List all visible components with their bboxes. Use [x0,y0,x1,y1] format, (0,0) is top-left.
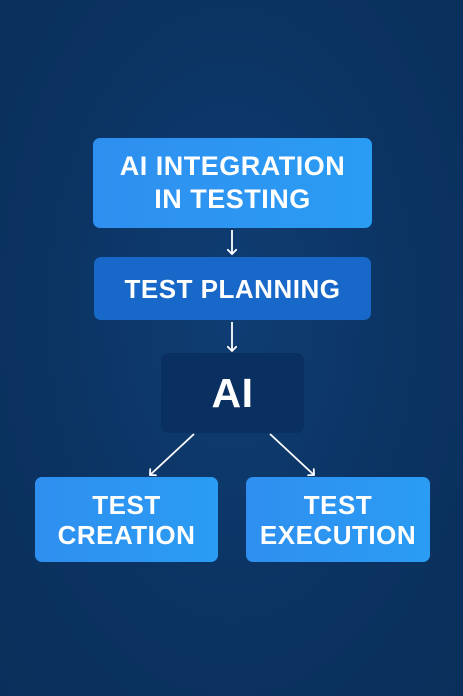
arrow-ai-to-creation [150,433,195,475]
node-test-execution: TEST EXECUTION [246,477,430,562]
node-ai-integration-in-testing: AI INTEGRATION IN TESTING [93,138,372,228]
node-title-line1: AI INTEGRATION [119,151,346,181]
node-planning-label: TEST PLANNING [124,273,341,304]
arrow-ai-to-execution [269,433,314,475]
node-title-line2: IN TESTING [154,184,311,214]
node-creation-line2: CREATION [57,519,196,550]
node-execution-line2: EXECUTION [259,519,417,550]
node-ai-label: AI [211,369,254,416]
node-creation-line1: TEST [92,489,161,520]
node-execution-line1: TEST [303,489,373,520]
node-test-planning: TEST PLANNING [94,257,371,320]
node-ai: AI [161,353,304,433]
node-test-creation: TEST CREATION [35,477,218,562]
